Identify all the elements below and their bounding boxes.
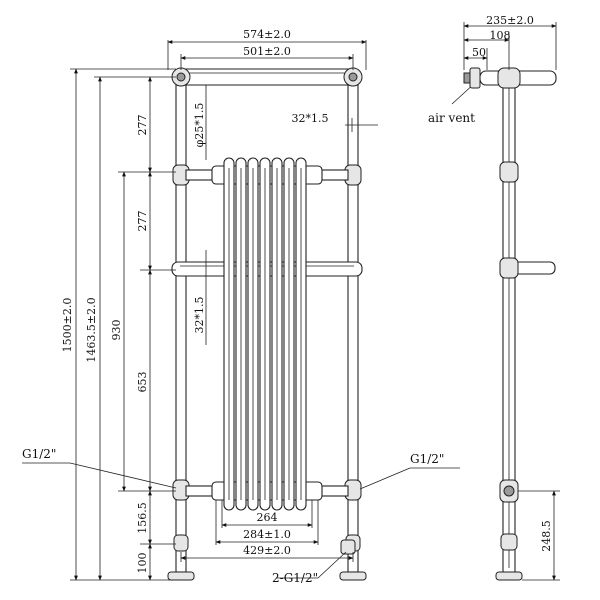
dim-top-rail-diameter: φ25*1.5 — [193, 103, 206, 148]
radiator-columns — [223, 157, 307, 511]
air-vent-icon — [469, 67, 481, 89]
dim-top-gap: 277 — [136, 115, 149, 136]
dim-foot-centres: 429±2.0 — [243, 544, 291, 557]
air-vent-callout: air vent — [428, 111, 475, 125]
dim-rail-width: 501±2.0 — [243, 45, 291, 58]
dim-height-2: 1463.5±2.0 — [85, 297, 98, 362]
front-dimensions: 574±2.0 501±2.0 1500±2.0 1463.5±2.0 930 … — [61, 28, 378, 581]
dim-column-height: 930 — [110, 320, 123, 341]
dim-side-offset: 108 — [490, 29, 511, 42]
side-dimensions: 235±2.0 108 50 248.5 — [463, 14, 560, 581]
side-view — [463, 67, 557, 581]
dim-lower-gap: 653 — [136, 372, 149, 393]
callouts: G1/2" G1/2" 2-G1/2" air vent — [22, 81, 477, 585]
dim-foot: 100 — [136, 553, 149, 574]
right-foot — [339, 571, 367, 581]
dim-bottom-inlet: 156.5 — [136, 502, 149, 534]
bottom-thread-callout: 2-G1/2" — [272, 571, 318, 585]
dim-side-depth: 235±2.0 — [486, 14, 534, 27]
dim-overall-height: 1500±2.0 — [61, 298, 74, 353]
dim-column-width: 264 — [257, 511, 278, 524]
left-thread-callout: G1/2" — [22, 447, 56, 461]
dim-rail-tube-upper: 32*1.5 — [292, 112, 329, 125]
dim-side-small: 50 — [472, 46, 486, 59]
front-view — [167, 67, 367, 581]
post-couplings — [172, 164, 362, 552]
side-foot — [495, 571, 523, 581]
top-rail — [179, 68, 355, 86]
dim-rail-tube-lower: 32*1.5 — [193, 297, 206, 334]
dim-connection-centres: 284±1.0 — [243, 528, 291, 541]
dim-side-height: 248.5 — [540, 520, 553, 552]
left-foot — [167, 571, 195, 581]
bottom-valve — [340, 539, 356, 555]
right-thread-callout: G1/2" — [410, 452, 444, 466]
dim-mid-gap: 277 — [136, 211, 149, 232]
dim-overall-width: 574±2.0 — [243, 28, 291, 41]
